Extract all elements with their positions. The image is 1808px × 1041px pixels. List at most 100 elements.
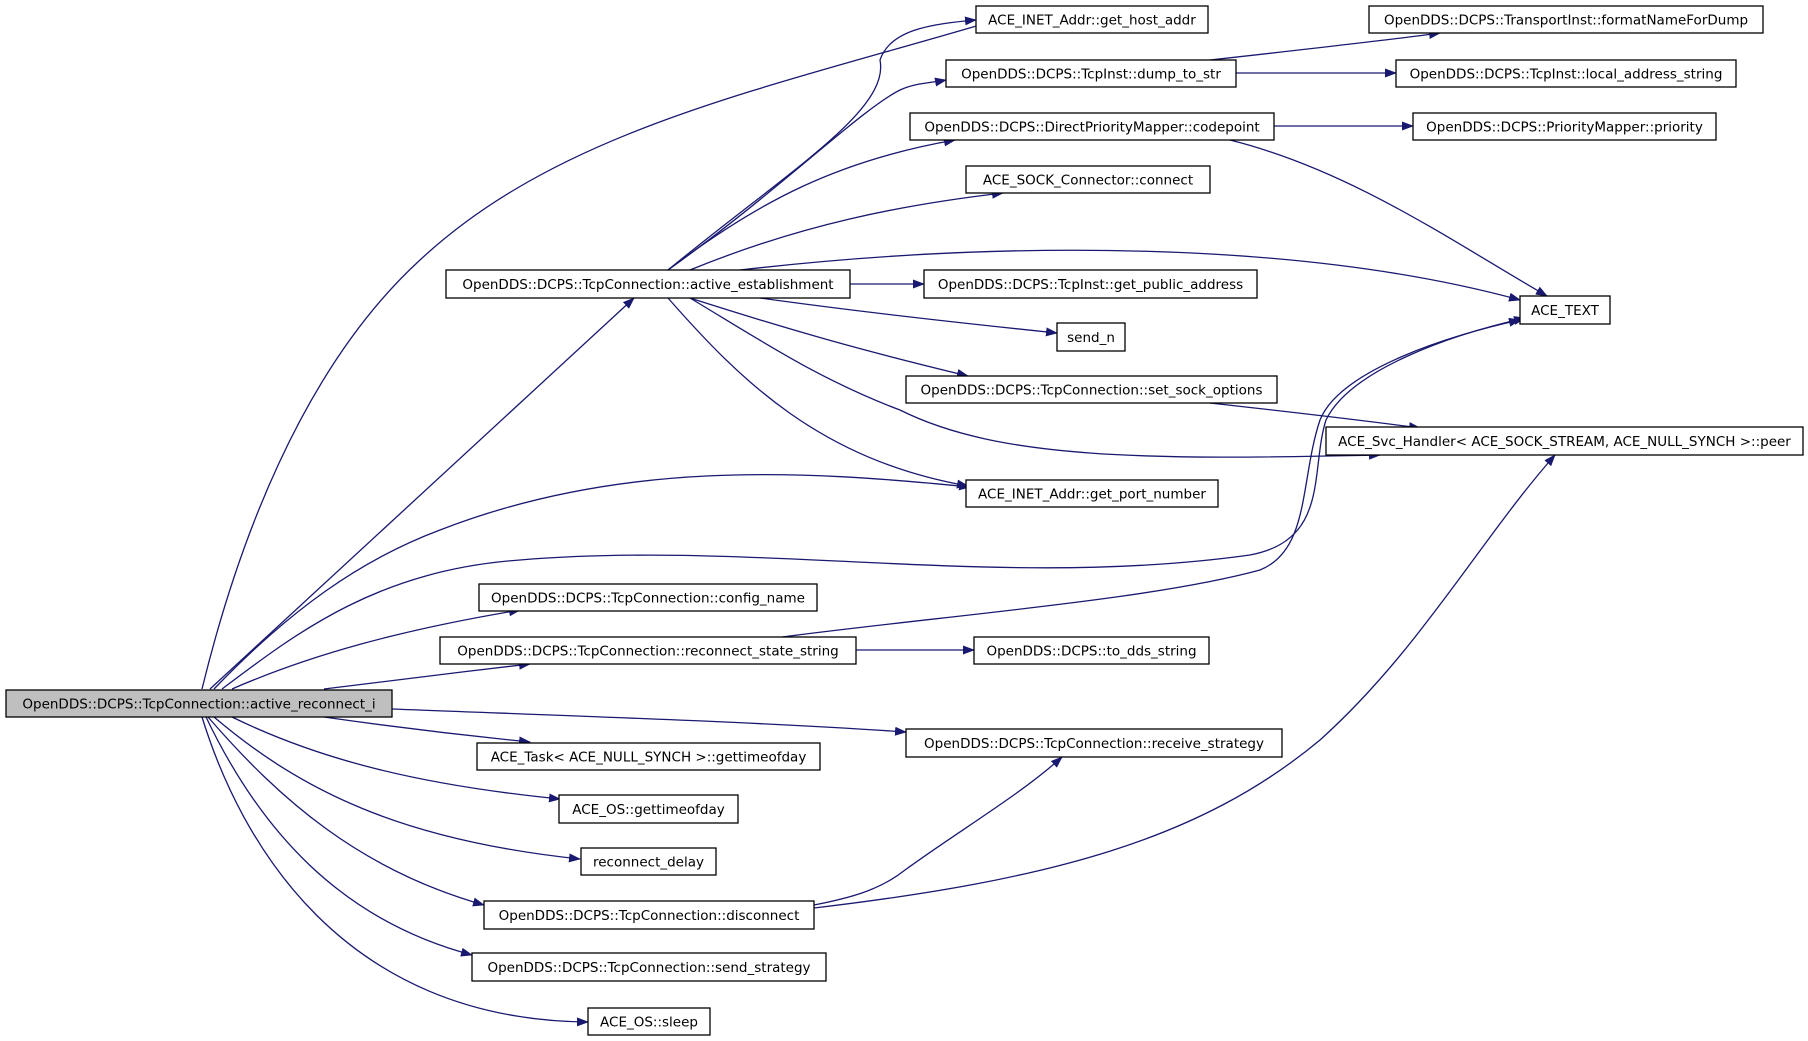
- edge-root-to-reconnect_state_string: [323, 660, 531, 690]
- node-get-host-addr[interactable]: ACE_INET_Addr::get_host_addr: [975, 5, 1209, 34]
- node-os-gettimeofday[interactable]: ACE_OS::gettimeofday: [558, 794, 739, 824]
- node-send-strategy[interactable]: OpenDDS::DCPS::TcpConnection::send_strat…: [471, 952, 827, 982]
- edge-root-to-config_name: [231, 607, 521, 690]
- edge-root-to-receive_strategy: [391, 708, 907, 736]
- node-label: ACE_Svc_Handler< ACE_SOCK_STREAM, ACE_NU…: [1338, 434, 1791, 450]
- node-label: ACE_INET_Addr::get_port_number: [978, 487, 1206, 503]
- graph-nodes: OpenDDS::DCPS::TcpConnection::active_rec…: [5, 5, 1804, 1036]
- node-active-establishment[interactable]: OpenDDS::DCPS::TcpConnection::active_est…: [445, 269, 851, 299]
- node-reconnect-state-string[interactable]: OpenDDS::DCPS::TcpConnection::reconnect_…: [439, 636, 857, 665]
- edge-set_sock_options-to-peer: [1209, 402, 1421, 432]
- node-box: [923, 269, 1258, 299]
- node-send-n[interactable]: send_n: [1056, 322, 1126, 352]
- node-label: OpenDDS::DCPS::DirectPriorityMapper::cod…: [924, 120, 1259, 136]
- node-receive-strategy[interactable]: OpenDDS::DCPS::TcpConnection::receive_st…: [905, 728, 1283, 758]
- edge-active_establishment-to-get_host_addr: [667, 16, 977, 271]
- edge-active_establishment-to-set_sock_options: [689, 297, 969, 378]
- node-label: send_n: [1067, 330, 1115, 346]
- node-set-sock-options[interactable]: OpenDDS::DCPS::TcpConnection::set_sock_o…: [905, 375, 1278, 404]
- edge-root-to-get_port_number: [213, 474, 971, 690]
- node-reconnect-delay[interactable]: reconnect_delay: [580, 847, 717, 876]
- edge-root-to-sleep: [201, 716, 589, 1027]
- node-label: ACE_OS::sleep: [600, 1015, 698, 1031]
- edge-root-to-active_establishment: [209, 297, 635, 690]
- node-format-name[interactable]: OpenDDS::DCPS::TransportInst::formatName…: [1368, 5, 1764, 34]
- node-box: [1395, 59, 1737, 88]
- node-box: [445, 269, 851, 299]
- edge-active_establishment-to-connect: [689, 189, 1004, 271]
- node-box: [558, 794, 739, 824]
- edge-codepoint-to-ace_text: [1229, 139, 1548, 297]
- node-codepoint[interactable]: OpenDDS::DCPS::DirectPriorityMapper::cod…: [909, 112, 1275, 141]
- node-label: OpenDDS::DCPS::to_dds_string: [986, 644, 1196, 660]
- node-box: [909, 112, 1275, 141]
- edge-active_establishment-to-dump_to_str: [667, 77, 947, 271]
- node-box: [965, 165, 1211, 194]
- node-box: [587, 1007, 711, 1036]
- edge-active_establishment-to-get_port_number: [667, 297, 969, 489]
- node-box: [1412, 112, 1717, 141]
- edge-disconnect-to-peer: [813, 454, 1556, 909]
- node-label: OpenDDS::DCPS::TcpInst::local_address_st…: [1410, 67, 1723, 83]
- node-box: [905, 375, 1278, 404]
- node-to-dds-string[interactable]: OpenDDS::DCPS::to_dds_string: [973, 636, 1210, 665]
- node-label: OpenDDS::DCPS::TcpConnection::set_sock_o…: [921, 383, 1263, 399]
- edge-reconnect_state_string-to-ace_text: [781, 317, 1521, 638]
- edge-root-to-reconnect_delay: [213, 716, 581, 863]
- node-box: [478, 583, 818, 612]
- node-get-public-address[interactable]: OpenDDS::DCPS::TcpInst::get_public_addre…: [923, 269, 1258, 299]
- edge-root-to-os_gettimeofday: [231, 716, 561, 803]
- node-box: [580, 847, 717, 876]
- node-root[interactable]: OpenDDS::DCPS::TcpConnection::active_rec…: [5, 689, 393, 718]
- edge-root-to-get_host_addr: [201, 20, 991, 690]
- node-get-port-number[interactable]: ACE_INET_Addr::get_port_number: [965, 479, 1219, 508]
- node-sleep[interactable]: ACE_OS::sleep: [587, 1007, 711, 1036]
- node-label: OpenDDS::DCPS::TransportInst::formatName…: [1384, 13, 1748, 29]
- node-box: [5, 689, 393, 718]
- node-label: OpenDDS::DCPS::TcpConnection::reconnect_…: [457, 644, 838, 660]
- node-box: [1325, 426, 1804, 456]
- node-priority[interactable]: OpenDDS::DCPS::PriorityMapper::priority: [1412, 112, 1717, 141]
- edge-disconnect-to-receive_strategy: [813, 756, 1063, 906]
- node-peer[interactable]: ACE_Svc_Handler< ACE_SOCK_STREAM, ACE_NU…: [1325, 426, 1804, 456]
- graph-edges: [201, 16, 1556, 1027]
- node-disconnect[interactable]: OpenDDS::DCPS::TcpConnection::disconnect: [483, 900, 815, 930]
- node-box: [1519, 295, 1611, 325]
- node-label: OpenDDS::DCPS::TcpInst::get_public_addre…: [938, 277, 1243, 293]
- node-label: ACE_SOCK_Connector::connect: [983, 173, 1193, 189]
- node-label: OpenDDS::DCPS::TcpInst::dump_to_str: [961, 67, 1221, 83]
- node-label: OpenDDS::DCPS::TcpConnection::active_rec…: [22, 697, 375, 713]
- node-box: [483, 900, 815, 930]
- edge-root-to-disconnect: [207, 716, 485, 907]
- node-dump-to-str[interactable]: OpenDDS::DCPS::TcpInst::dump_to_str: [945, 59, 1237, 88]
- node-label: ACE_Task< ACE_NULL_SYNCH >::gettimeofday: [491, 750, 807, 766]
- edge-root-to-send_strategy: [205, 716, 473, 957]
- node-label: OpenDDS::DCPS::TcpConnection::disconnect: [499, 908, 800, 924]
- node-local-address-string[interactable]: OpenDDS::DCPS::TcpInst::local_address_st…: [1395, 59, 1737, 88]
- node-label: reconnect_delay: [593, 855, 704, 871]
- edge-root-to-ace_text: [221, 316, 1526, 690]
- node-connect[interactable]: ACE_SOCK_Connector::connect: [965, 165, 1211, 194]
- node-label: OpenDDS::DCPS::PriorityMapper::priority: [1426, 120, 1703, 136]
- node-box: [905, 728, 1283, 758]
- edge-active_establishment-to-peer: [689, 297, 1381, 460]
- node-label: OpenDDS::DCPS::TcpConnection::active_est…: [462, 277, 833, 293]
- node-box: [1056, 322, 1126, 352]
- edge-active_establishment-to-codepoint: [667, 137, 956, 271]
- node-label: OpenDDS::DCPS::TcpConnection::config_nam…: [491, 591, 805, 607]
- node-box: [1368, 5, 1764, 34]
- node-label: OpenDDS::DCPS::TcpConnection::send_strat…: [487, 960, 810, 976]
- edge-dump_to_str-to-format_name: [1209, 30, 1441, 61]
- edge-root-to-task_gettimeofday: [323, 716, 531, 746]
- node-label: ACE_TEXT: [1531, 303, 1599, 319]
- node-box: [945, 59, 1237, 88]
- node-label: OpenDDS::DCPS::TcpConnection::receive_st…: [924, 736, 1264, 752]
- node-label: ACE_INET_Addr::get_host_addr: [988, 13, 1196, 29]
- node-box: [965, 479, 1219, 508]
- node-task-gettimeofday[interactable]: ACE_Task< ACE_NULL_SYNCH >::gettimeofday: [476, 742, 821, 771]
- edge-active_establishment-to-ace_text: [739, 249, 1521, 302]
- node-box: [439, 636, 857, 665]
- node-ace-text[interactable]: ACE_TEXT: [1519, 295, 1611, 325]
- node-config-name[interactable]: OpenDDS::DCPS::TcpConnection::config_nam…: [478, 583, 818, 612]
